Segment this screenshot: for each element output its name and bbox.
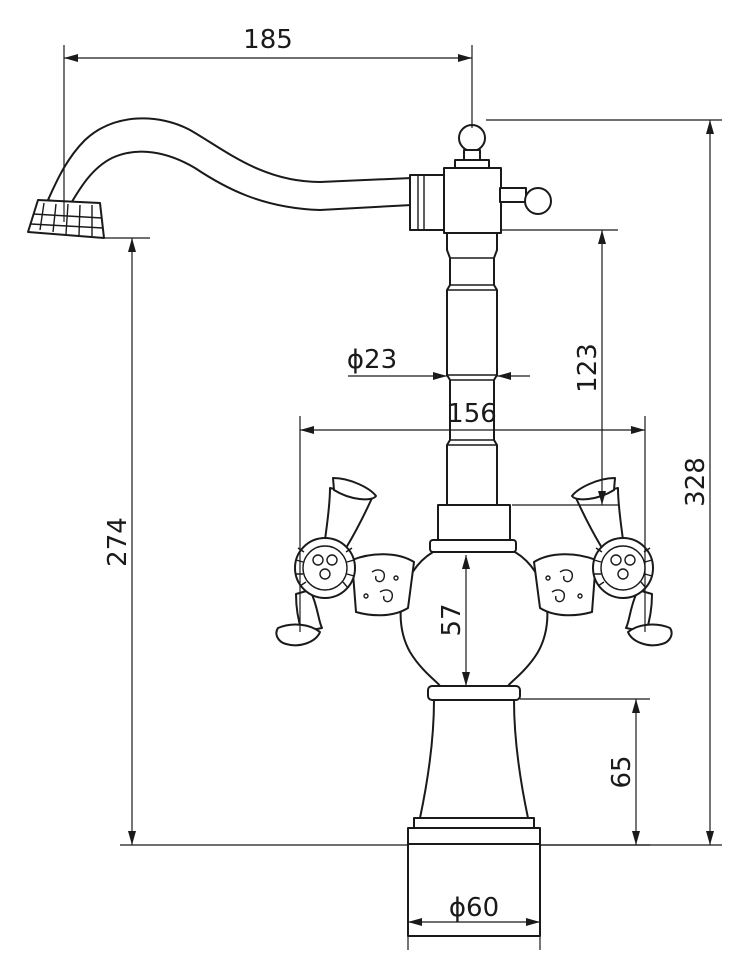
left-handle — [275, 477, 415, 647]
column — [446, 232, 498, 506]
dim-base-height: 65 — [607, 755, 637, 788]
side-knob — [524, 187, 552, 215]
dim-column-height: 123 — [573, 343, 603, 393]
dim-column-diameter: ϕ23 — [347, 345, 397, 375]
spout — [47, 117, 413, 211]
dim-handle-span: 156 — [447, 399, 497, 429]
dim-spout-reach: 185 — [243, 25, 293, 55]
base-vase — [419, 699, 529, 819]
top-finial-knob — [458, 124, 486, 152]
dimension-labels: 185 328 274 123 ϕ23 156 57 65 ϕ60 — [103, 25, 711, 923]
base-ring — [427, 685, 521, 701]
aerator — [27, 199, 105, 239]
dimension-lines — [63, 45, 722, 950]
column-collar — [437, 504, 511, 541]
body-sphere — [399, 551, 549, 687]
dim-spout-outlet-height: 274 — [103, 517, 133, 567]
dim-base-diameter: ϕ60 — [449, 893, 499, 923]
top-hub — [443, 167, 502, 234]
faucet-outline — [27, 117, 673, 937]
mounting-shank — [407, 843, 541, 937]
dim-total-height: 328 — [681, 457, 711, 507]
dim-body-height: 57 — [437, 603, 467, 636]
right-handle — [533, 477, 673, 647]
spout-collar — [409, 174, 446, 231]
